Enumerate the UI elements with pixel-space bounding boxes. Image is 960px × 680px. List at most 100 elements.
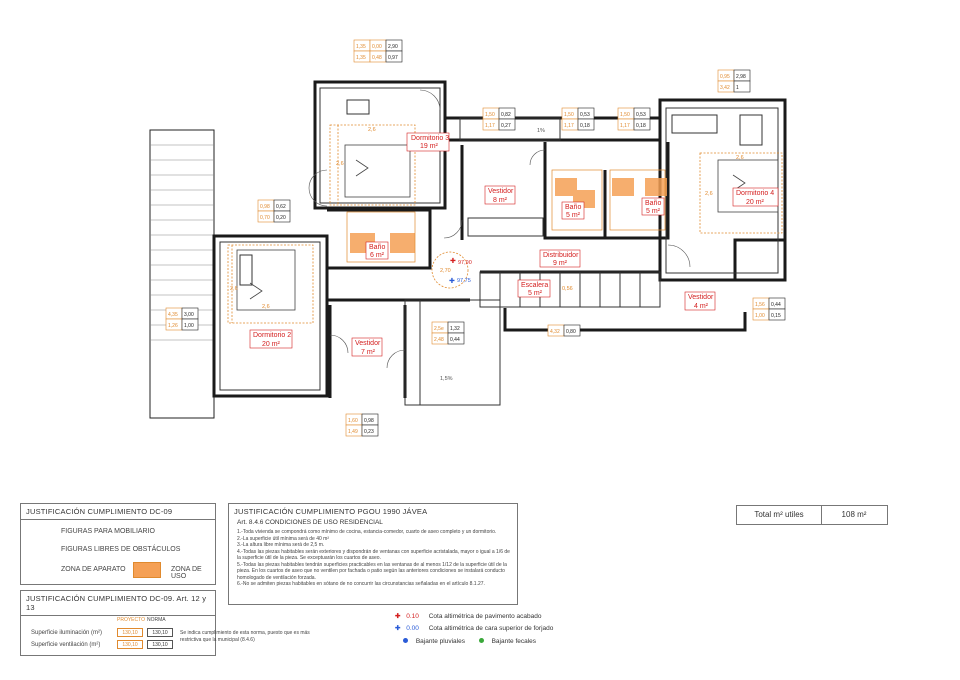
- room-bano-a-area: 6 m²: [370, 252, 385, 259]
- level-blue-value: 97,75: [457, 278, 471, 284]
- dc09-mobiliario: FIGURAS PARA MOBILIARIO: [61, 528, 156, 535]
- dim-table-value: 0,44: [450, 337, 460, 343]
- room-bano-b: Baño: [565, 204, 581, 211]
- dim-table-value: 0,98: [364, 418, 374, 424]
- dc09-title: JUSTIFICACIÓN CUMPLIMIENTO DC-09: [21, 504, 215, 520]
- room-vestidor-b: Vestidor: [355, 340, 381, 347]
- dim-table-value: 1,00: [755, 313, 765, 319]
- dim-table-value: 0,53: [636, 112, 646, 118]
- blue-cross-icon: ✚: [449, 277, 455, 285]
- dc09-zona-aparato: ZONA DE APARATO: [61, 566, 126, 573]
- thin-walls: [219, 87, 779, 406]
- dim-table-value: 1,49: [348, 429, 358, 435]
- dim-d3: 2,6: [368, 127, 376, 133]
- dim-table-value: 1,26: [168, 323, 178, 329]
- dc09b-note: Se indica cumplimiento de esta norma, pu…: [180, 630, 310, 643]
- beds: [236, 144, 779, 311]
- room-vestidor-b-area: 7 m²: [361, 349, 376, 356]
- level-red-value: 97,90: [458, 260, 472, 266]
- terrace-hatch: [149, 129, 215, 419]
- col-proyecto: PROYECTO: [117, 617, 145, 623]
- floor-plan: ✚ 97,90 ✚ 97,75 2,70 1% 1,5% 2,6 2,6 2,6…: [149, 39, 787, 437]
- dim-table-value: 1,17: [620, 123, 630, 129]
- dim-table-value: 1: [736, 85, 739, 91]
- dim-table-value: 1,60: [348, 418, 358, 424]
- row2-norma: 130,10: [147, 640, 173, 649]
- slope-2: 1,5%: [440, 376, 453, 382]
- appliance-frames: [346, 169, 666, 263]
- blue-cross-legend-icon: ✚: [395, 625, 401, 632]
- row2-label: Superficie ventilación (m²): [31, 642, 101, 648]
- room-escalera: Escalera: [521, 282, 548, 289]
- dim-table-value: 0,80: [566, 329, 576, 335]
- dc09-obstaculos: FIGURAS LIBRES DE OBSTÁCULOS: [61, 546, 181, 553]
- room-dormitorio-2-area: 20 m²: [262, 341, 281, 348]
- dim-table-value: 0,48: [372, 55, 382, 61]
- dim-table-value: 0,44: [771, 302, 781, 308]
- room-vestidor-a-area: 8 m²: [493, 197, 508, 204]
- legend-blue-value: 0.00: [406, 625, 419, 632]
- pgou-item-2: 2.-La superficie útil mínima será de 40 …: [237, 535, 329, 542]
- pgou-item-1: 1.-Toda vivienda se compondrá como mínim…: [237, 529, 497, 535]
- furniture-dims: 2,6 2,6 2,6 2,6 2,6 2,6 0,56: [230, 127, 744, 310]
- dim-table-value: 0,23: [364, 429, 374, 435]
- dim-table-cell: [361, 424, 379, 437]
- dim-table-cell: [385, 50, 403, 63]
- row1-proyecto: 130,10: [117, 628, 143, 637]
- dim-table-value: 0,70: [260, 215, 270, 221]
- dim-d3v: 2,6: [336, 161, 344, 167]
- room-dormitorio-4: Dormitorio 4: [736, 190, 774, 197]
- room-vestidor-c: Vestidor: [688, 294, 714, 301]
- dim-table-value: 1,17: [564, 123, 574, 129]
- dim-table-value: 0,18: [580, 123, 590, 129]
- dim-table-value: 1,50: [485, 112, 495, 118]
- level-markers: ✚ 97,90 ✚ 97,75 2,70 1% 1,5%: [440, 128, 545, 382]
- dc09-zona-uso: ZONA DE USO: [171, 566, 202, 580]
- dim-table-value: 2,98: [736, 74, 746, 80]
- legend-pluviales: Bajante pluviales: [415, 638, 465, 645]
- dim-table-cell: [633, 118, 651, 131]
- dim-table-value: 0,15: [771, 313, 781, 319]
- room-dormitorio-3: Dormitorio 3: [411, 135, 449, 142]
- legend-red-value: 0.10: [406, 613, 419, 620]
- total-label: Total m² utiles: [737, 506, 822, 524]
- pgou-item-5: 5.-Todas las piezas habitables tendrán s…: [237, 561, 507, 581]
- legend-red-label: Cota altimétrica de pavimento acabado: [428, 613, 542, 620]
- room-bano-b-area: 5 m²: [566, 212, 581, 219]
- dc09-panel: JUSTIFICACIÓN CUMPLIMIENTO DC-09 FIGURAS…: [20, 503, 216, 585]
- dim-table-value: 1,32: [450, 326, 460, 332]
- pgou-item-4: 4.-Todas las piezas habitables serán ext…: [237, 548, 510, 562]
- red-cross-legend-icon: ✚: [395, 613, 401, 620]
- pluviales-dot-icon: [403, 638, 408, 643]
- total-value: 108 m²: [841, 510, 867, 519]
- dim-table-value: 4,32: [550, 329, 560, 335]
- pgou-title: JUSTIFICACIÓN CUMPLIMIENTO PGOU 1990 JÁV…: [234, 507, 428, 516]
- dc09b-title: JUSTIFICACIÓN CUMPLIMIENTO DC-09. Art. 1…: [21, 591, 215, 616]
- pgou-item-6: 6.-No se admiten piezas habitables en só…: [237, 581, 485, 587]
- room-distribuidor-area: 9 m²: [553, 260, 568, 267]
- col-norma: NORMA: [147, 617, 166, 623]
- dim-table-cell: [768, 308, 786, 321]
- row2-proyecto: 130,10: [117, 640, 143, 649]
- dim-stair: 0,56: [562, 286, 573, 292]
- dim-table-value: 4,35: [168, 312, 178, 318]
- room-dormitorio-4-area: 20 m²: [746, 199, 765, 206]
- dim-table-value: 0,00: [372, 44, 382, 50]
- dim-table-value: 2,5e: [434, 326, 444, 332]
- row1-norma: 130,10: [147, 628, 173, 637]
- dim-table-value: 1,50: [564, 112, 574, 118]
- dim-table-value: 0,98: [260, 204, 270, 210]
- slope-1: 1%: [537, 128, 545, 134]
- red-cross-icon: ✚: [450, 257, 456, 265]
- dim-table-value: 1,17: [485, 123, 495, 129]
- dim-table-cell: [733, 80, 751, 93]
- dim-table-value: 1,50: [620, 112, 630, 118]
- dim-table-cell: [181, 318, 199, 331]
- room-bano-c-area: 5 m²: [646, 208, 661, 215]
- dim-table-value: 0,27: [501, 123, 511, 129]
- dim-d2v: 2,6: [230, 286, 238, 292]
- dim-table-cell: [273, 210, 291, 223]
- legend: ✚ 0.10 Cota altimétrica de pavimento aca…: [395, 612, 553, 650]
- dim-d4: 2,6: [736, 155, 744, 161]
